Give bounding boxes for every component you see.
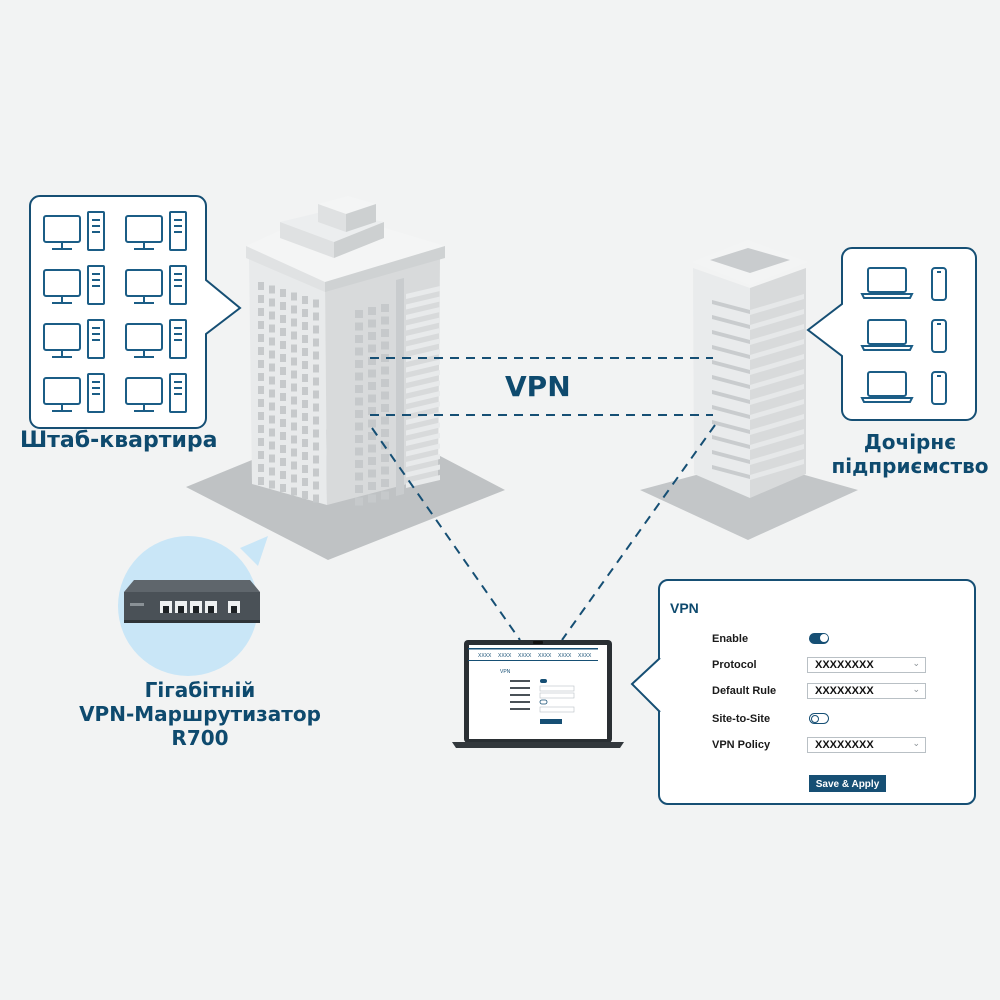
laptop-nav-item: XXXX [578, 653, 592, 659]
vpn-settings-panel: VPN Enable Protocol XXXXXXXX ⌄ Default R… [630, 579, 976, 805]
site-to-site-row: Site-to-Site [712, 711, 942, 731]
laptop-nav-item: XXXX [478, 653, 492, 659]
protocol-select[interactable]: XXXXXXXX ⌄ [807, 657, 926, 673]
smartphone-icon [931, 371, 947, 405]
desktop-computer-icon [43, 211, 105, 251]
desktop-computer-icon [125, 265, 187, 305]
desktop-computer-icon [43, 319, 105, 359]
laptop-screen-title: VPN [500, 669, 511, 675]
vpn-policy-row: VPN Policy XXXXXXXX ⌄ [712, 737, 942, 757]
vpn-policy-label: VPN Policy [712, 739, 771, 751]
desktop-computer-icon [125, 211, 187, 251]
laptop-nav-item: XXXX [518, 653, 532, 659]
vpn-policy-select[interactable]: XXXXXXXX ⌄ [807, 737, 926, 753]
laptop-icon [860, 319, 914, 351]
site-to-site-label: Site-to-Site [712, 713, 771, 725]
panel-title: VPN [670, 600, 699, 616]
laptop-nav-item: XXXX [498, 653, 512, 659]
enable-label: Enable [712, 633, 749, 645]
vpn-link-label: VPN [505, 370, 571, 403]
router-label-line3: R700 [171, 726, 229, 750]
chevron-down-icon: ⌄ [912, 684, 920, 694]
branch-building [692, 240, 808, 498]
branch-label-line2: підприємство [831, 454, 989, 478]
branch-label: Дочірнє підприємство [820, 430, 1000, 478]
branch-shadow [640, 460, 858, 540]
headquarters-label: Штаб-квартира [20, 428, 218, 453]
smartphone-icon [931, 319, 947, 353]
chevron-down-icon: ⌄ [912, 738, 920, 748]
enable-row: Enable [712, 631, 942, 651]
desktop-computer-icon [43, 265, 105, 305]
router-label: Гігабітній VPN-Маршрутизатор R700 [50, 678, 350, 750]
laptop: XXXX XXXX XXXX XXXX XXXX XXXX VPN [452, 640, 624, 748]
protocol-value: XXXXXXXX [815, 659, 874, 671]
smartphone-icon [931, 267, 947, 301]
protocol-row: Protocol XXXXXXXX ⌄ [712, 657, 942, 677]
desktop-computer-icon [125, 319, 187, 359]
laptop-nav-item: XXXX [538, 653, 552, 659]
enable-toggle[interactable] [809, 633, 829, 644]
laptop-icon [860, 371, 914, 403]
chevron-down-icon: ⌄ [912, 658, 920, 668]
panel-pointer [630, 657, 661, 713]
router-callout [118, 536, 268, 676]
router-image [124, 580, 260, 623]
vpn-links [370, 357, 716, 641]
laptop-mini-form [510, 679, 575, 713]
router-label-line2: VPN-Маршрутизатор [79, 702, 321, 726]
laptop-icon [860, 267, 914, 299]
desktop-computer-icon [125, 373, 187, 413]
branch-label-line1: Дочірнє [863, 430, 957, 454]
default-rule-select[interactable]: XXXXXXXX ⌄ [807, 683, 926, 699]
default-rule-value: XXXXXXXX [815, 685, 874, 697]
vpn-policy-value: XXXXXXXX [815, 739, 874, 751]
default-rule-label: Default Rule [712, 685, 777, 697]
site-to-site-toggle[interactable] [809, 713, 829, 724]
branch-callout [806, 247, 977, 421]
default-rule-row: Default Rule XXXXXXXX ⌄ [712, 683, 942, 703]
laptop-nav-item: XXXX [558, 653, 572, 659]
router-label-line1: Гігабітній [144, 678, 256, 702]
protocol-label: Protocol [712, 659, 757, 671]
save-apply-button[interactable]: Save & Apply [809, 775, 886, 792]
hq-callout [29, 195, 242, 429]
hq-building [246, 196, 445, 506]
desktop-computer-icon [43, 373, 105, 413]
